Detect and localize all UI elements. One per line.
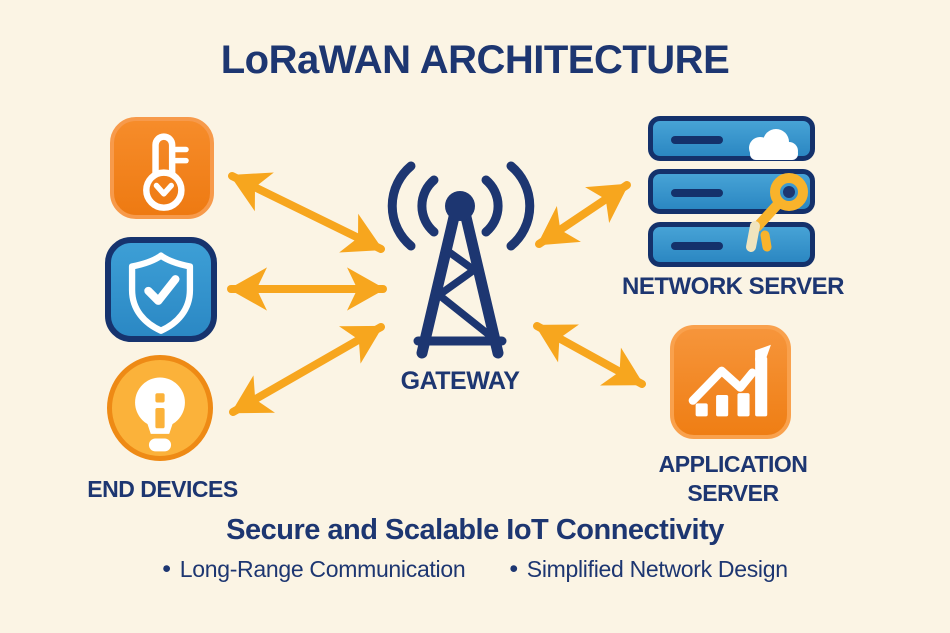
bullet-simplified-network: • Simplified Network Design	[509, 555, 788, 583]
network-server-label: NETWORK SERVER	[622, 273, 844, 300]
server-led-dash	[671, 189, 723, 197]
key-icon	[746, 173, 808, 252]
server-row	[648, 222, 815, 267]
lightbulb-icon	[135, 377, 185, 452]
end-devices-label: END DEVICES	[87, 476, 238, 502]
arrow-lightbulb-gateway	[229, 323, 385, 416]
end-device-lightbulb	[107, 355, 213, 461]
radio-tower-icon	[387, 161, 535, 359]
analytics-chart-icon	[688, 344, 771, 417]
server-led-dash	[671, 242, 723, 250]
server-led-dash	[671, 136, 723, 144]
bullet-dot: •	[162, 555, 171, 583]
arrow-thermometer-gateway	[228, 172, 385, 253]
bullet-text: Long-Range Communication	[179, 556, 466, 582]
bullet-dot: •	[509, 555, 518, 583]
network-server-node	[648, 116, 815, 275]
feature-bullets: • Long-Range Communication • Simplified …	[0, 556, 950, 583]
arrow-gateway-application-server	[533, 322, 646, 388]
subtitle: Secure and Scalable IoT Connectivity	[226, 514, 724, 546]
gateway-label: GATEWAY	[400, 367, 520, 395]
cloud-icon	[749, 129, 798, 160]
bullet-long-range: • Long-Range Communication	[162, 556, 465, 583]
shield-check-icon	[128, 251, 194, 334]
arrow-gateway-network-server	[535, 181, 631, 248]
application-server-label: APPLICATION SERVER	[658, 451, 808, 506]
end-device-thermometer	[110, 117, 214, 219]
bullet-text: Simplified Network Design	[526, 556, 788, 582]
end-device-shield	[105, 237, 217, 342]
page-title: LoRaWAN ARCHITECTURE	[220, 38, 730, 82]
application-server-node	[670, 325, 791, 439]
thermometer-icon	[143, 133, 189, 211]
